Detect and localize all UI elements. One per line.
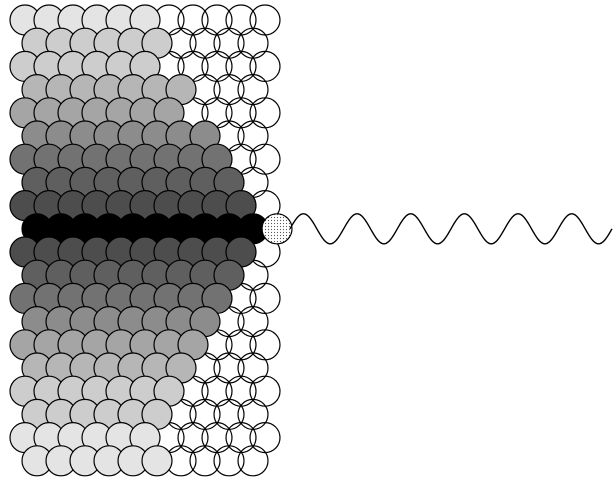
empty-sphere xyxy=(238,446,268,476)
empty-sphere xyxy=(214,28,244,58)
empty-sphere xyxy=(190,446,220,476)
empty-sphere xyxy=(190,399,220,429)
filled-sphere xyxy=(142,446,172,476)
empty-sphere xyxy=(250,283,280,313)
empty-sphere xyxy=(250,98,280,128)
empty-sphere xyxy=(226,51,256,81)
empty-sphere xyxy=(238,75,268,105)
empty-sphere xyxy=(226,5,256,35)
empty-sphere xyxy=(226,423,256,453)
empty-sphere xyxy=(202,51,232,81)
empty-sphere xyxy=(250,423,280,453)
empty-sphere xyxy=(214,399,244,429)
empty-sphere xyxy=(202,376,232,406)
empty-sphere xyxy=(238,353,268,383)
empty-sphere xyxy=(250,51,280,81)
empty-sphere xyxy=(238,28,268,58)
empty-sphere xyxy=(202,423,232,453)
empty-sphere xyxy=(238,399,268,429)
empty-sphere xyxy=(238,121,268,151)
empty-sphere xyxy=(226,330,256,360)
empty-sphere xyxy=(226,376,256,406)
empty-sphere xyxy=(190,28,220,58)
empty-sphere xyxy=(178,423,208,453)
empty-sphere xyxy=(250,330,280,360)
source-sphere xyxy=(262,214,292,244)
outgoing-wave xyxy=(290,214,612,244)
empty-sphere xyxy=(250,376,280,406)
empty-sphere xyxy=(178,5,208,35)
empty-sphere xyxy=(250,144,280,174)
empty-sphere xyxy=(214,75,244,105)
empty-sphere xyxy=(214,446,244,476)
sphere-lattice xyxy=(10,5,292,476)
empty-sphere xyxy=(202,5,232,35)
empty-sphere xyxy=(250,5,280,35)
empty-sphere xyxy=(214,353,244,383)
empty-sphere xyxy=(238,307,268,337)
empty-sphere xyxy=(226,98,256,128)
